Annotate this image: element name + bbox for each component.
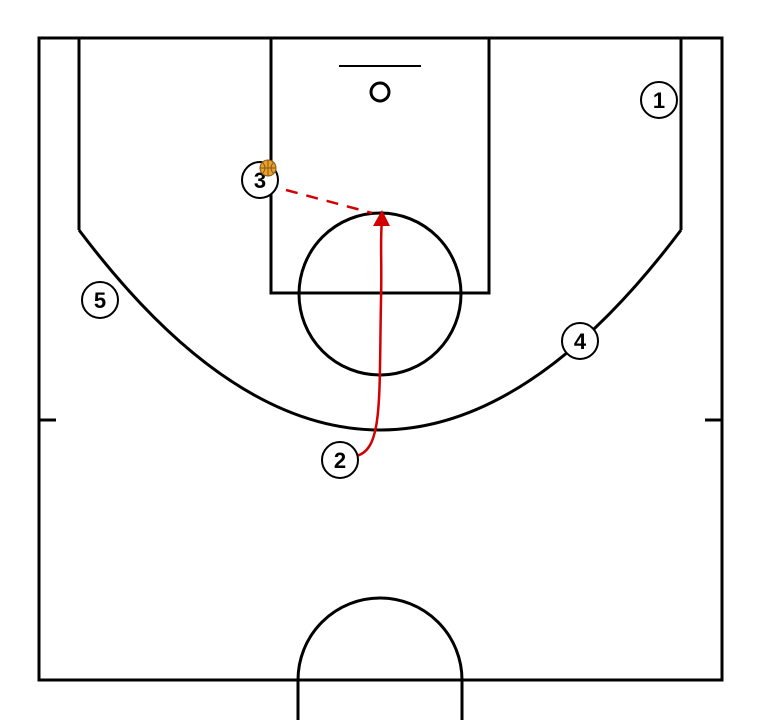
pass-line-player-3 (285, 188, 373, 215)
player-4-label: 4 (574, 329, 587, 354)
cut-line-player-2 (355, 219, 384, 458)
player-2-label: 2 (334, 448, 346, 473)
actions (285, 188, 390, 458)
players: 1 2 3 4 5 (81, 81, 678, 479)
basketball-icon (259, 159, 277, 177)
hoop (369, 81, 391, 103)
player-1: 1 (640, 81, 678, 119)
player-2-marker (321, 441, 359, 479)
player-1-label: 1 (653, 88, 665, 113)
player-5-marker (81, 281, 119, 319)
player-1-marker (640, 81, 678, 119)
cut-arrowhead (373, 210, 390, 226)
player-4-marker (561, 322, 599, 360)
player-5: 5 (81, 281, 119, 319)
player-2: 2 (321, 441, 359, 479)
center-circle (296, 596, 464, 681)
player-5-label: 5 (94, 288, 106, 313)
player-4: 4 (561, 322, 599, 360)
